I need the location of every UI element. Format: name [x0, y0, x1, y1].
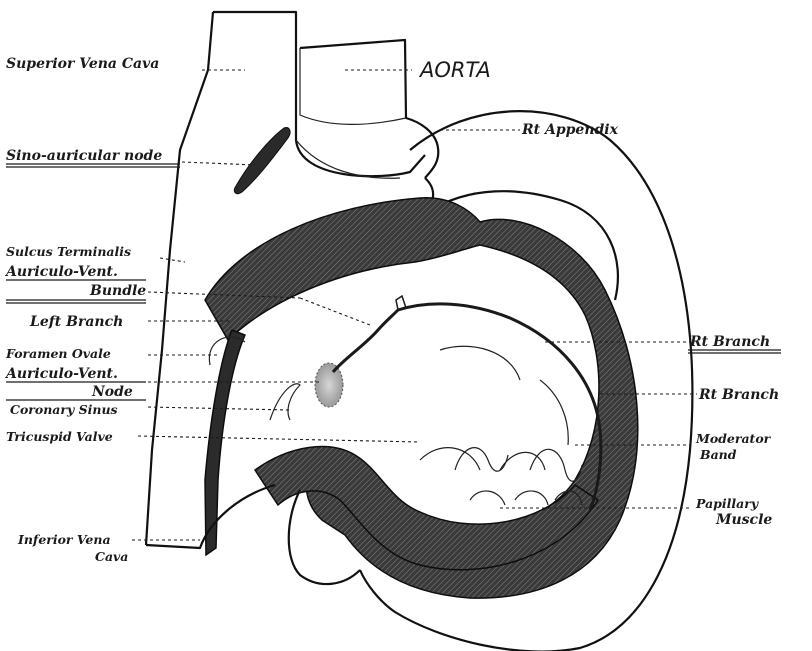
tricuspid-valve-sketch [420, 346, 582, 505]
sino-auricular-node-shape [234, 128, 290, 194]
label-moderator-band-line1: Moderator [695, 431, 772, 446]
label-aorta: AORTA [418, 58, 491, 82]
atrial-septum-stripe [205, 330, 245, 555]
superior-vena-cava-shape [213, 12, 425, 176]
right-branch-path [398, 304, 601, 510]
label-auriculo-vent-bundle-line2: Bundle [89, 283, 146, 299]
atrial-inner-line [296, 140, 400, 178]
label-sino-auricular-node: Sino-auricular node [6, 148, 162, 164]
label-right-branch-upper: Rt Branch [689, 334, 770, 350]
auriculo-ventricular-node-shape [315, 363, 343, 407]
label-moderator-band-line2: Band [699, 447, 737, 462]
labels: Superior Vena Cava AORTA Rt Appendix Sin… [4, 56, 781, 564]
label-right-branch-lower: Rt Branch [698, 387, 779, 403]
aorta-junction [300, 48, 406, 124]
superior-vena-cava-left-wall [146, 12, 213, 545]
label-auriculo-vent-node-line1: Auriculo-Vent. [4, 366, 118, 382]
label-tricuspid-valve: Tricuspid Valve [6, 429, 113, 444]
label-coronary-sinus: Coronary Sinus [10, 402, 118, 417]
label-auriculo-vent-bundle-line1: Auriculo-Vent. [4, 264, 118, 280]
label-superior-vena-cava: Superior Vena Cava [6, 56, 159, 72]
heart-drawing [146, 12, 692, 651]
label-papillary-muscle-line1: Papillary [695, 496, 759, 511]
label-papillary-muscle-line2: Muscle [715, 512, 772, 528]
label-inferior-vena-cava-line1: Inferior Vena [17, 532, 111, 547]
label-auriculo-vent-node-line2: Node [91, 384, 133, 400]
label-right-appendix: Rt Appendix [521, 122, 619, 138]
av-bundle-path [333, 310, 398, 372]
coronary-sinus-sketch [270, 384, 300, 420]
label-left-branch: Left Branch [29, 314, 123, 330]
label-inferior-vena-cava-line2: Cava [95, 549, 128, 564]
label-foramen-ovale: Foramen Ovale [5, 346, 111, 361]
aorta-shape [300, 40, 438, 178]
label-sulcus-terminalis: Sulcus Terminalis [6, 244, 131, 259]
